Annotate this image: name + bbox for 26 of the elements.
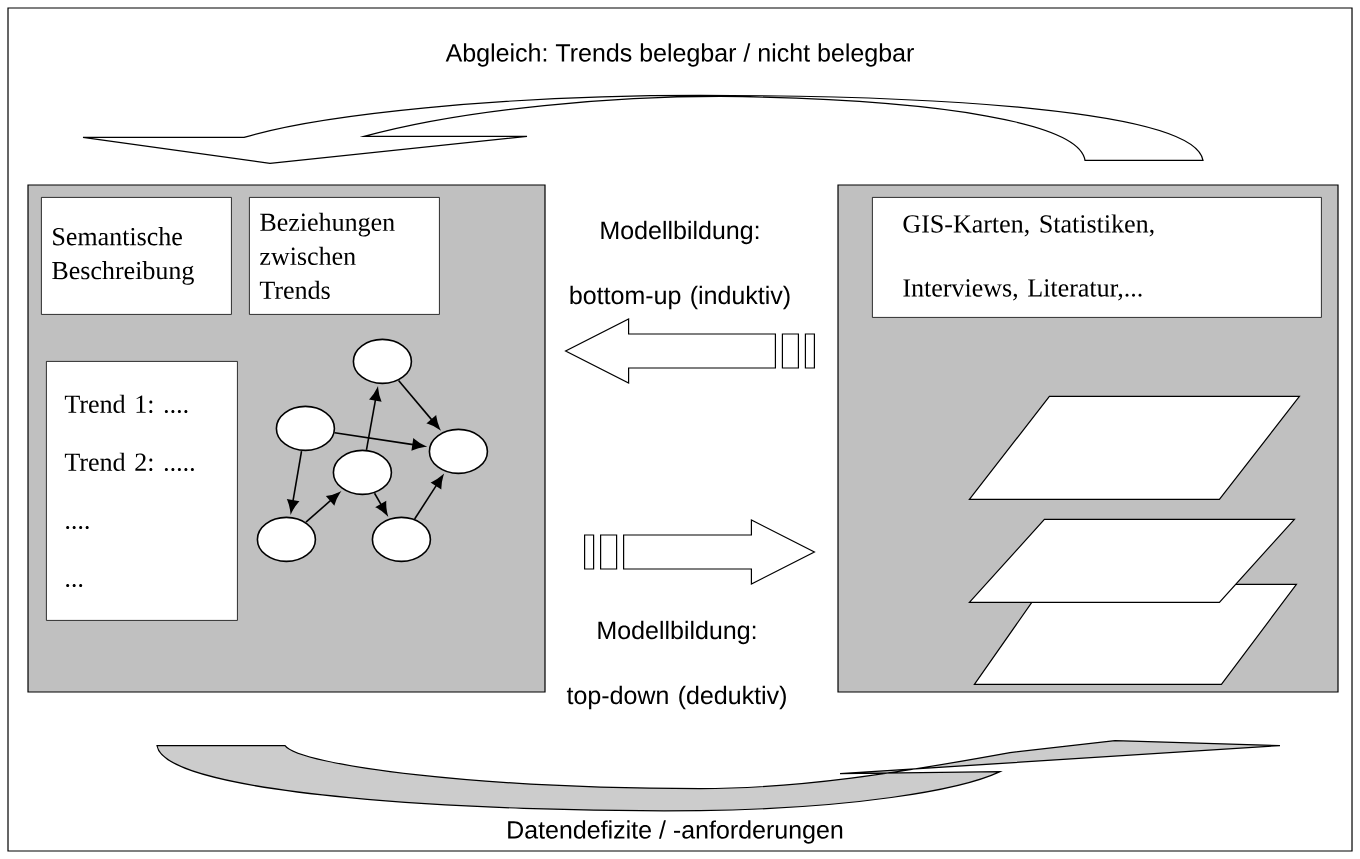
curved-arrow <box>82 94 1204 164</box>
ellipse <box>332 449 393 496</box>
map-layer <box>968 395 1301 500</box>
ellipse <box>428 428 489 475</box>
arrow <box>397 379 440 430</box>
edge-label: Abgleich: Trends belegbar / nicht belegbar <box>441 39 919 71</box>
text-box: Semantische Beschreibung <box>41 197 232 315</box>
arrow <box>305 492 341 523</box>
ellipse <box>275 405 336 452</box>
arrow <box>373 492 388 516</box>
arrow <box>413 475 444 520</box>
edge-label: Datendefizite / -anforderungen <box>502 816 848 848</box>
block-arrow <box>584 519 816 585</box>
ellipse <box>256 516 317 563</box>
map-layer <box>968 518 1296 603</box>
ellipse <box>371 516 432 563</box>
trend-list: Trend 1: .... Trend 2: ..... .... ... <box>46 361 238 621</box>
arrow <box>333 432 426 451</box>
edge-label: Modellbildung: bottom-up (induktiv) <box>556 216 804 314</box>
edge-label: Modellbildung: top-down (deduktiv) <box>553 616 801 714</box>
arrow <box>365 388 382 451</box>
text-box: GIS-Karten, Statistiken, Interviews, Literatur,... <box>872 197 1322 318</box>
arrow <box>287 450 303 513</box>
ellipse <box>352 338 413 385</box>
block-arrow <box>564 318 815 384</box>
text-box: Beziehungen zwischen Trends <box>249 197 440 315</box>
